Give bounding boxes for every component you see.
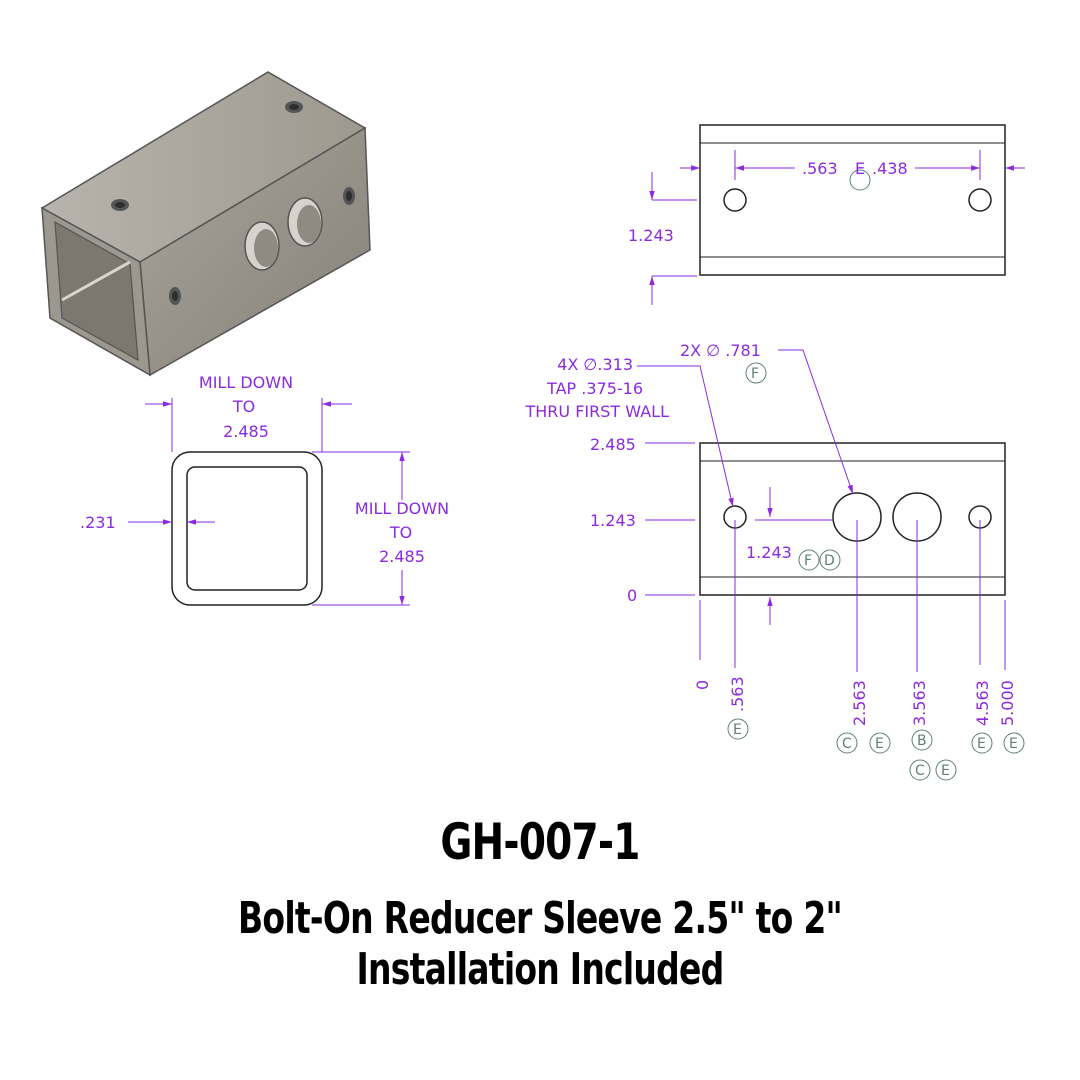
- top-view-hole-left: [723, 188, 747, 212]
- iso-hole-side-1: [169, 287, 181, 305]
- side-center-datum-d: D: [824, 553, 835, 569]
- end-height-note-2: TO: [389, 523, 412, 542]
- side-y-label-bottom: 0: [627, 586, 637, 605]
- top-view-hole-right: [968, 188, 992, 212]
- callout-large-datum: F: [751, 366, 759, 382]
- iso-end-opening: [54, 220, 139, 362]
- end-height-note-3: 2.485: [379, 547, 425, 566]
- iso-hole-top-1: [111, 199, 129, 211]
- end-width-note-2: TO: [232, 397, 255, 416]
- technical-drawing: .563 E .438 1.243 MILL DOWN TO 2.485 MIL…: [40, 71, 1025, 781]
- side-x-label-2563: 2.563: [850, 680, 869, 726]
- side-x-label-5000: 5.000: [998, 680, 1017, 726]
- datum-3563-c: C: [915, 763, 925, 779]
- top-dim-left: .563: [802, 159, 838, 178]
- datum-4563-e: E: [977, 736, 986, 752]
- top-view-outline: [699, 124, 1006, 276]
- end-wall-dim: .231: [80, 513, 116, 532]
- datum-563-e: E: [733, 722, 742, 738]
- product-title: Bolt-On Reducer Sleeve 2.5" to 2" Instal…: [238, 893, 843, 995]
- end-height-note-1: MILL DOWN: [355, 499, 449, 518]
- datum-5000-e: E: [1009, 736, 1018, 752]
- iso-hole-side-2: [343, 187, 355, 205]
- iso-large-hole-1: [244, 221, 280, 271]
- callout-large: 2X ∅ .781: [680, 341, 761, 360]
- top-datum: E: [855, 159, 865, 178]
- side-x-label-563: .563: [728, 676, 747, 712]
- datum-3563-b: B: [917, 733, 927, 749]
- datum-3563-e: E: [941, 763, 950, 779]
- side-view-outline: [699, 442, 1006, 596]
- isometric-view: [40, 71, 371, 377]
- end-view-outer: [171, 451, 323, 606]
- callout-small-1: 4X ∅.313: [557, 355, 633, 374]
- side-x-label-4563: 4.563: [973, 680, 992, 726]
- datum-2563-e: E: [875, 736, 884, 752]
- iso-hole-top-2: [285, 101, 303, 113]
- end-view-inner: [186, 466, 308, 591]
- side-view: 2.485 1.243 0 1.243 F D 4X ∅.313 TAP .37…: [525, 341, 1025, 781]
- side-y-label-mid: 1.243: [590, 511, 636, 530]
- top-dim-right: .438: [872, 159, 908, 178]
- callout-small-2: TAP .375-16: [546, 379, 643, 398]
- side-x-label-3563: 3.563: [910, 680, 929, 726]
- top-view: .563 E .438 1.243: [628, 124, 1025, 305]
- iso-large-hole-2: [287, 197, 323, 247]
- end-width-note-3: 2.485: [223, 422, 269, 441]
- side-center-datum-f: F: [804, 553, 812, 569]
- callout-small-3: THRU FIRST WALL: [525, 402, 670, 421]
- end-view: MILL DOWN TO 2.485 MILL DOWN TO 2.485 .2…: [80, 373, 449, 606]
- datum-2563-c: C: [842, 736, 852, 752]
- side-center-dim: 1.243: [746, 543, 792, 562]
- end-width-note-1: MILL DOWN: [199, 373, 293, 392]
- side-y-label-top: 2.485: [590, 435, 636, 454]
- top-dim-height: 1.243: [628, 226, 674, 245]
- side-x-label-0: 0: [693, 680, 712, 690]
- part-number: GH-007-1: [440, 813, 640, 871]
